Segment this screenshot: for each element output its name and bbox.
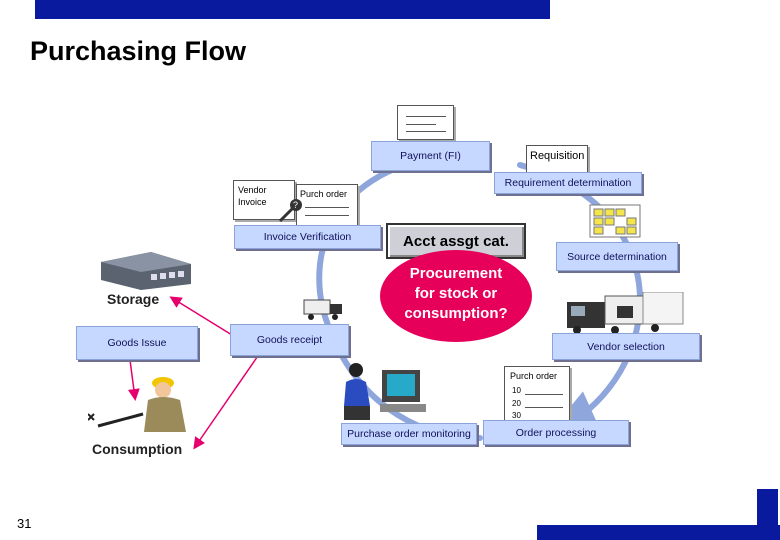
step-invoice-verification[interactable]: Invoice Verification (234, 225, 381, 249)
purch-order-small-document: Purch order (296, 184, 358, 226)
step-purchase-order-monitoring[interactable]: Purchase order monitoring (341, 423, 477, 445)
computer-user-icon (344, 363, 426, 420)
arrow-goods-receipt-to-storage (169, 296, 233, 336)
svg-text:?: ? (293, 200, 298, 210)
page-number: 31 (17, 516, 32, 531)
invoice-key-icon: ? (278, 199, 302, 223)
procurement-line-1: Procurement (409, 265, 503, 282)
calendar-grid-icon (589, 204, 641, 238)
storage-label: Storage (107, 291, 160, 307)
arrow-goods-issue-to-consumption (127, 359, 140, 401)
requisition-document: Requisition (526, 145, 588, 173)
truck-icon (303, 299, 342, 320)
worker-icon (88, 377, 186, 432)
requisition-label: Requisition (530, 150, 585, 162)
check-document-icon (397, 105, 454, 140)
step-order-processing[interactable]: Order processing (483, 420, 629, 445)
procurement-circle (380, 250, 532, 342)
vendor-invoice-line2: Invoice (238, 197, 267, 207)
vendor-trucks-icon (567, 292, 684, 334)
footer-corner-bar (757, 489, 778, 540)
purch-order-small-label: Purch order (300, 189, 348, 199)
slide-title: Purchasing Flow (30, 36, 247, 66)
procurement-line-2: for stock or (414, 285, 498, 302)
footer-bar (537, 525, 780, 540)
consumption-label: Consumption (92, 441, 183, 457)
vendor-invoice-line1: Vendor (238, 185, 267, 195)
arrow-goods-receipt-to-consumption (193, 349, 263, 450)
step-source-determination[interactable]: Source determination (556, 242, 678, 271)
procurement-question: Procurement for stock or consumption? (380, 264, 532, 324)
step-goods-receipt[interactable]: Goods receipt (230, 324, 349, 356)
step-payment[interactable]: Payment (FI) (371, 141, 490, 171)
step-vendor-selection[interactable]: Vendor selection (552, 333, 700, 360)
purch-order-label: Purch order (510, 371, 558, 381)
procurement-line-3: consumption? (404, 305, 508, 322)
step-requirement-determination[interactable]: Requirement determination (494, 172, 642, 194)
warehouse-icon (101, 252, 191, 290)
po-line-20: 20 (512, 399, 521, 408)
po-line-10: 10 (512, 386, 521, 395)
step-goods-issue[interactable]: Goods Issue (76, 326, 198, 360)
purch-order-document: Purch order 10 20 30 (504, 366, 570, 423)
header-bar (35, 0, 550, 19)
po-line-30: 30 (512, 411, 521, 420)
